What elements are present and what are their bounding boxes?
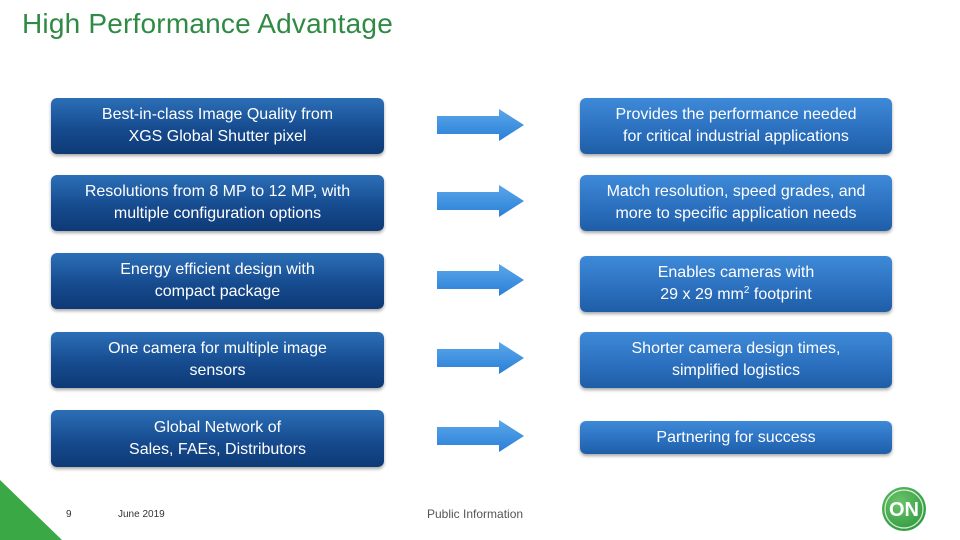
arrow-right-icon [437, 420, 524, 452]
right-box-match-resolution: Match resolution, speed grades, and more … [580, 175, 892, 231]
left-box-line1: Resolutions from 8 MP to 12 MP, with [84, 183, 351, 200]
superscript-2: 2 [743, 285, 750, 296]
right-box-line2-post: footprint [749, 286, 812, 303]
left-box-line2: sensors [189, 362, 246, 379]
right-box-line1: Provides the performance needed [615, 106, 857, 123]
left-box-line1: Best-in-class Image Quality from [101, 106, 334, 123]
right-box-line2: for critical industrial applications [623, 128, 849, 145]
left-box-one-camera: One camera for multiple image sensors [51, 332, 384, 388]
left-box-line2: XGS Global Shutter pixel [128, 128, 307, 145]
left-box-resolutions: Resolutions from 8 MP to 12 MP, with mult… [51, 175, 384, 231]
right-box-design-times: Shorter camera design times, simplified l… [580, 332, 892, 388]
left-box-line2: multiple configuration options [113, 205, 322, 222]
left-box-line1: Global Network of [153, 418, 282, 436]
right-box-line1: Shorter camera design times, [631, 340, 841, 357]
right-box-line1: Partnering for success [656, 428, 816, 446]
arrow-right-icon [437, 109, 524, 141]
footer-classification: Public Information [427, 507, 524, 521]
right-box-line1: Enables cameras with [657, 264, 815, 281]
footer-date: June 2019 [118, 509, 165, 520]
right-box-line2: more to specific application needs [615, 205, 857, 222]
on-semiconductor-logo: ON [882, 487, 926, 531]
left-box-global-network: Global Network of Sales, FAEs, Distributo… [51, 410, 384, 467]
right-box-performance: Provides the performance needed for criti… [580, 98, 892, 154]
left-box-energy-efficient: Energy efficient design with compact pack… [51, 253, 384, 309]
left-box-line2: Sales, FAEs, Distributors [129, 440, 306, 458]
arrow-right-icon [437, 342, 524, 374]
left-box-line2: compact package [154, 283, 281, 300]
right-box-footprint: Enables cameras with 29 x 29 mm2 footprin… [580, 256, 892, 312]
page-title: High Performance Advantage [22, 8, 393, 39]
page-number: 9 [66, 509, 72, 520]
arrow-right-icon [437, 185, 524, 217]
left-box-line1: One camera for multiple image [108, 340, 327, 357]
right-box-partnering: Partnering for success [580, 421, 892, 454]
left-box-line1: Energy efficient design with [120, 261, 315, 278]
right-box-line2-pre: 29 x 29 mm [660, 286, 744, 303]
right-box-line1: Match resolution, speed grades, and [606, 183, 866, 200]
logo-text: ON [889, 499, 919, 521]
right-box-line2: simplified logistics [671, 362, 801, 379]
corner-triangle-decoration [0, 480, 62, 540]
arrow-right-icon [437, 264, 524, 296]
